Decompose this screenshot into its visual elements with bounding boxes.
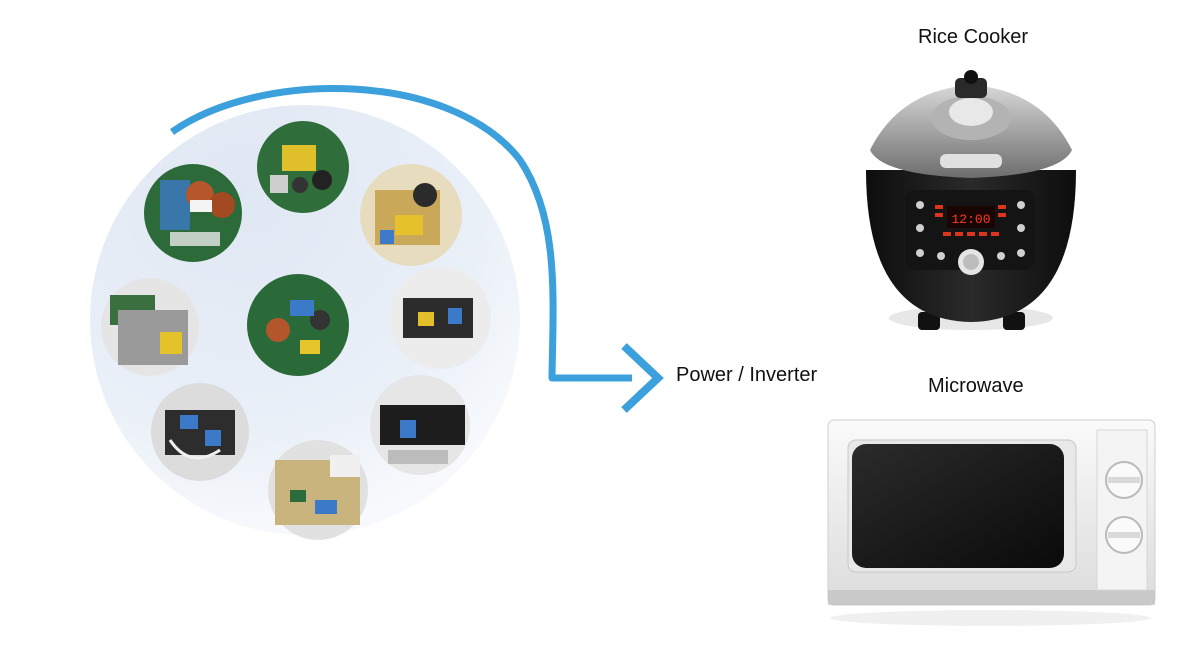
circuit-board-icon xyxy=(151,383,249,481)
arrow-path xyxy=(169,85,632,382)
rice-cooker-label: Rice Cooker xyxy=(918,26,1029,48)
power-inverter-label: Power / Inverter xyxy=(676,364,818,386)
circuit-board-icon xyxy=(360,164,462,266)
circuit-board-icon xyxy=(257,121,349,213)
cooker-control-panel xyxy=(905,190,1035,270)
circuit-board-icon xyxy=(389,267,491,369)
circuit-board-icon xyxy=(144,164,242,262)
circuit-board-icon xyxy=(370,375,470,475)
microwave-icon xyxy=(827,419,1156,626)
microwave-label: Microwave xyxy=(928,375,1024,397)
microwave-control-panel xyxy=(1096,429,1148,591)
circuit-board-icon xyxy=(101,278,199,376)
arrow-head xyxy=(621,343,664,413)
pcb-board-thumbnails xyxy=(101,121,491,540)
cooker-time-display: 12:00 xyxy=(951,212,990,227)
rice-cooker-icon: 12:00 xyxy=(866,70,1076,330)
microwave-door-window xyxy=(852,444,1064,568)
flow-arrow xyxy=(169,85,664,413)
circuit-board-icon xyxy=(247,274,349,376)
circuit-board-icon xyxy=(268,440,368,540)
